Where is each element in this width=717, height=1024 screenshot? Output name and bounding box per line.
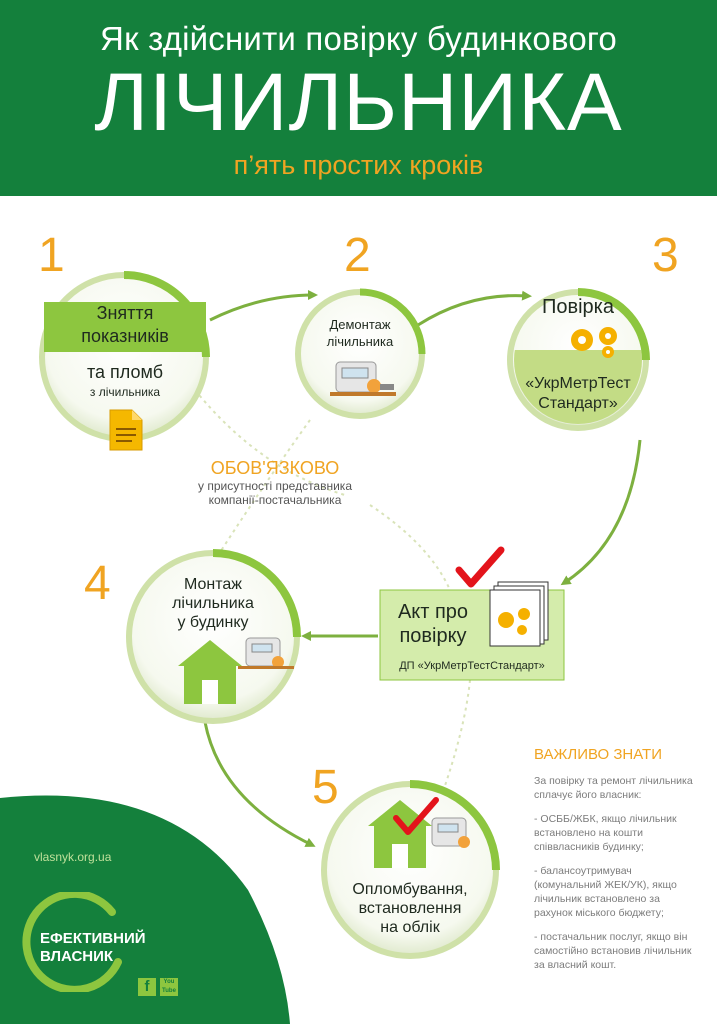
brand-name-1: ЕФЕКТИВНИЙ — [40, 930, 146, 947]
important-item1-2: встановлено на кошти — [534, 827, 643, 839]
important-item1-1: - ОСББ/ЖБК, якщо лічильник — [534, 813, 677, 825]
youtube-icon[interactable]: You Tube — [160, 978, 178, 996]
step-1-line-1: Зняття — [96, 303, 154, 323]
brand-name: ЕФЕКТИВНИЙ ВЛАСНИК — [40, 930, 146, 966]
arrow-3-act — [560, 439, 642, 586]
site-link[interactable]: vlasnyk.org.ua — [34, 850, 112, 864]
step-5-line-3: на облік — [380, 919, 440, 936]
important-title: ВАЖЛИВО ЗНАТИ — [534, 746, 662, 763]
important-item2-3: лічильник встановлено за — [534, 893, 660, 905]
step-2-line-1: Демонтаж — [329, 317, 391, 332]
important-item3-1: - постачальник послуг, якщо він — [534, 931, 688, 943]
house-check-icon — [368, 797, 470, 868]
important-block: За повірку та ремонт лічильника сплачує … — [534, 774, 709, 972]
important-intro-2: сплачує його власник: — [534, 789, 642, 801]
step-4-line-1: Монтаж — [184, 576, 242, 593]
step-2-number: 2 — [344, 229, 371, 282]
facebook-icon[interactable]: f — [138, 978, 156, 996]
dotted-line-4 — [439, 679, 471, 801]
step-3-line-1: Повірка — [541, 296, 614, 318]
important-item3-3: за власний кошт. — [534, 959, 617, 971]
step-1-line-2: показників — [81, 326, 169, 346]
important-item2-4: рахунок міського бюджету; — [534, 907, 664, 919]
mandatory-note: ОБОВ'ЯЗКОВО у присутності представника к… — [150, 458, 400, 507]
act-caption: ДП «УкрМетрТестСтандарт» — [399, 660, 545, 672]
document-icon — [109, 409, 143, 451]
step-5-number: 5 — [312, 761, 339, 814]
act-title: Акт про повірку — [388, 600, 478, 648]
step-4-line-2: лічильника — [172, 595, 254, 612]
header-banner — [0, 0, 717, 196]
arrow-4-5 — [203, 721, 316, 847]
important-item2-1: - балансоутримувач — [534, 865, 632, 877]
mandatory-line-2: компанії-постачальника — [208, 493, 342, 507]
important-item3-2: самостійно встановив лічильник — [534, 945, 692, 957]
title-line-2: ЛІЧИЛЬНИКА — [94, 57, 623, 148]
important-intro-1: За повірку та ремонт лічильника — [534, 775, 693, 787]
step-5-text: Опломбування, встановлення на облік — [334, 880, 486, 937]
step-3-org: «УкрМетрТест Стандарт» — [520, 374, 636, 414]
subtitle: п’ять простих кроків — [233, 150, 484, 180]
meter-icon — [330, 361, 396, 396]
arrow-2-3 — [417, 290, 532, 327]
gears-icon — [571, 327, 617, 358]
act-line-1: Акт про — [397, 601, 469, 623]
step-5-line-1: Опломбування, — [352, 881, 468, 898]
step-3-line-3: Стандарт» — [538, 395, 618, 412]
step-3-number: 3 — [652, 229, 679, 282]
step-4-line-3: у будинку — [177, 614, 249, 631]
step-1-line-3: та пломб — [87, 362, 163, 382]
arrow-1-2 — [209, 290, 318, 322]
act-line-2: повірку — [399, 625, 467, 647]
check-mark-icon — [455, 546, 505, 588]
title-line-1: Як здійснити повірку будинкового — [100, 20, 617, 57]
house-meter-icon — [178, 637, 294, 704]
step-4-number: 4 — [84, 557, 111, 610]
dotted-line-3 — [369, 504, 451, 591]
documents-stack-icon — [489, 581, 549, 647]
brand-name-2: ВЛАСНИК — [40, 948, 114, 965]
step-1-number: 1 — [38, 229, 65, 282]
step-3-line-2: «УкрМетрТест — [525, 375, 631, 392]
important-item2-2: (комунальний ЖЕК/УК), якщо — [534, 879, 677, 891]
step-1-band — [44, 302, 206, 352]
step-1-title: Зняття показників — [44, 302, 206, 348]
step-2-text: Демонтаж лічильника — [300, 316, 420, 350]
brand-corner-shape — [0, 795, 290, 1024]
brand-ring-logo — [22, 892, 122, 992]
step-1-line-4: з лічильника — [89, 385, 161, 399]
important-item1-3: співвласників будинку; — [534, 841, 644, 853]
dotted-line-2 — [214, 419, 311, 561]
step-4-text: Монтаж лічильника у будинку — [150, 575, 276, 632]
mandatory-line-1: у присутності представника — [197, 479, 352, 493]
step-2-line-2: лічильника — [326, 334, 394, 349]
mandatory-title: ОБОВ'ЯЗКОВО — [210, 458, 340, 478]
step-5-line-2: встановлення — [358, 900, 462, 917]
